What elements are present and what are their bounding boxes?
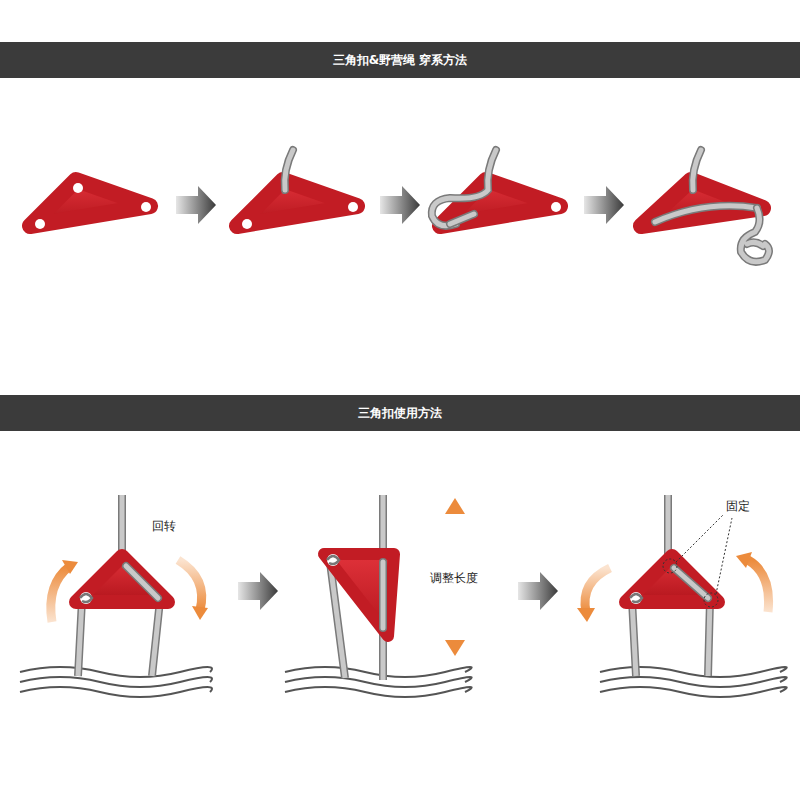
triangle-buckle	[30, 180, 151, 229]
section-band: 三角扣&野营绳 穿系方法	[0, 42, 800, 78]
annotation-label: 固定	[724, 498, 752, 515]
triangle-buckle	[51, 495, 208, 676]
ground-wave	[20, 667, 787, 697]
triangle-buckle	[237, 150, 358, 229]
band-title: 三角扣&野营绳 穿系方法	[333, 52, 468, 69]
annotation-label: 回转	[150, 518, 178, 535]
section-band: 三角扣使用方法	[0, 395, 800, 431]
annotation-label: 调整长度	[428, 570, 480, 587]
triangle-buckle	[577, 495, 769, 676]
band-title: 三角扣使用方法	[358, 405, 442, 422]
triangle-buckle	[641, 150, 769, 262]
triangle-buckle	[432, 150, 561, 226]
triangle-buckle	[324, 495, 465, 680]
